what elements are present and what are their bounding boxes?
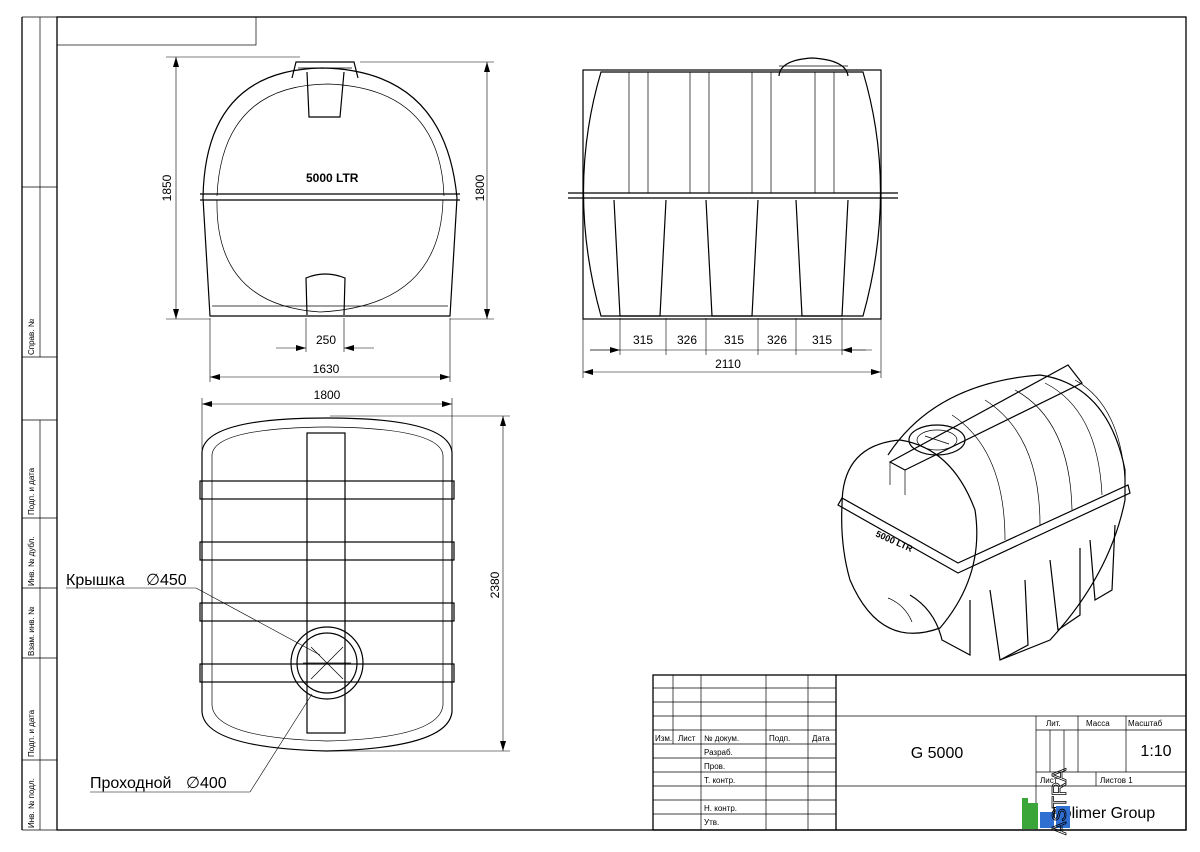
sidebar-cell-sign-1: Подп. и дата xyxy=(27,467,36,515)
top-view: 1800 2380 Крышка ∅450 Проходной ∅400 xyxy=(66,388,510,793)
tb-header-date: Дата xyxy=(812,734,830,743)
tb-company: Polimer Group xyxy=(1052,805,1155,822)
sheet-frame xyxy=(21,16,1187,831)
front-view: 5000 LTR 1850 1800 250 1630 xyxy=(160,56,494,382)
front-view-label: 5000 LTR xyxy=(306,171,359,185)
tb-header-sign: Подп. xyxy=(769,734,790,743)
tb-designation: G 5000 xyxy=(911,745,964,762)
astra-logo: ASTRA xyxy=(1022,767,1071,835)
sidebar-cell-ref: Справ. № xyxy=(27,318,36,355)
dim-top-width: 1800 xyxy=(314,388,341,402)
tb-scale-value: 1:10 xyxy=(1140,743,1171,760)
isometric-view: 5000 LTR xyxy=(837,364,1131,661)
tb-header-izm: Изм. xyxy=(655,734,672,743)
dim-side-seg-4: 326 xyxy=(767,333,787,347)
dim-front-base-width: 1630 xyxy=(313,362,340,376)
lid-diameter: ∅450 xyxy=(146,572,187,589)
dim-side-seg-5: 315 xyxy=(812,333,832,347)
sidebar-cell-orig: Инв. № подл. xyxy=(27,778,36,828)
sidebar-cell-sign-2: Подп. и дата xyxy=(27,709,36,757)
tb-sheets-label: Листов 1 xyxy=(1100,776,1133,785)
dim-side-seg-1: 315 xyxy=(633,333,653,347)
tb-scale-label: Масштаб xyxy=(1128,719,1163,728)
tb-role-checker: Пров. xyxy=(704,762,725,771)
dim-front-foot-width: 250 xyxy=(316,333,336,347)
sidebar-labels: Справ. № Подп. и дата Инв. № дубл. Взам.… xyxy=(27,318,36,828)
manhole-label: Проходной xyxy=(90,775,172,792)
iso-view-label: 5000 LTR xyxy=(874,529,914,554)
dim-front-height-body: 1800 xyxy=(473,174,487,201)
tb-role-approved: Утв. xyxy=(704,818,719,827)
dim-top-length: 2380 xyxy=(488,571,502,598)
dim-side-length: 2110 xyxy=(715,357,741,371)
dim-side-seg-3: 315 xyxy=(724,333,744,347)
dim-front-height-overall: 1850 xyxy=(160,174,174,201)
tb-mass-label: Масса xyxy=(1086,719,1110,728)
sidebar-cell-replace: Взам. инв. № xyxy=(27,606,36,656)
logo-text: ASTRA xyxy=(1049,768,1071,835)
tb-lit-label: Лит. xyxy=(1046,719,1061,728)
title-block: Изм. Лист № докум. Подп. Дата Разраб. Пр… xyxy=(652,674,1187,831)
tb-role-developer: Разраб. xyxy=(704,748,733,757)
tb-role-tech-control: Т. контр. xyxy=(704,776,735,785)
tb-header-doc: № докум. xyxy=(704,734,739,743)
tb-role-norm-control: Н. контр. xyxy=(704,804,737,813)
manhole-diameter: ∅400 xyxy=(186,775,227,792)
lid-label: Крышка xyxy=(66,572,125,589)
sidebar-cell-dup: Инв. № дубл. xyxy=(27,536,36,586)
dim-side-seg-2: 326 xyxy=(677,333,697,347)
side-view: 315 326 315 326 315 2110 xyxy=(568,57,898,378)
tb-sheet-label: Лист xyxy=(1040,776,1058,785)
tb-header-list: Лист xyxy=(678,734,696,743)
